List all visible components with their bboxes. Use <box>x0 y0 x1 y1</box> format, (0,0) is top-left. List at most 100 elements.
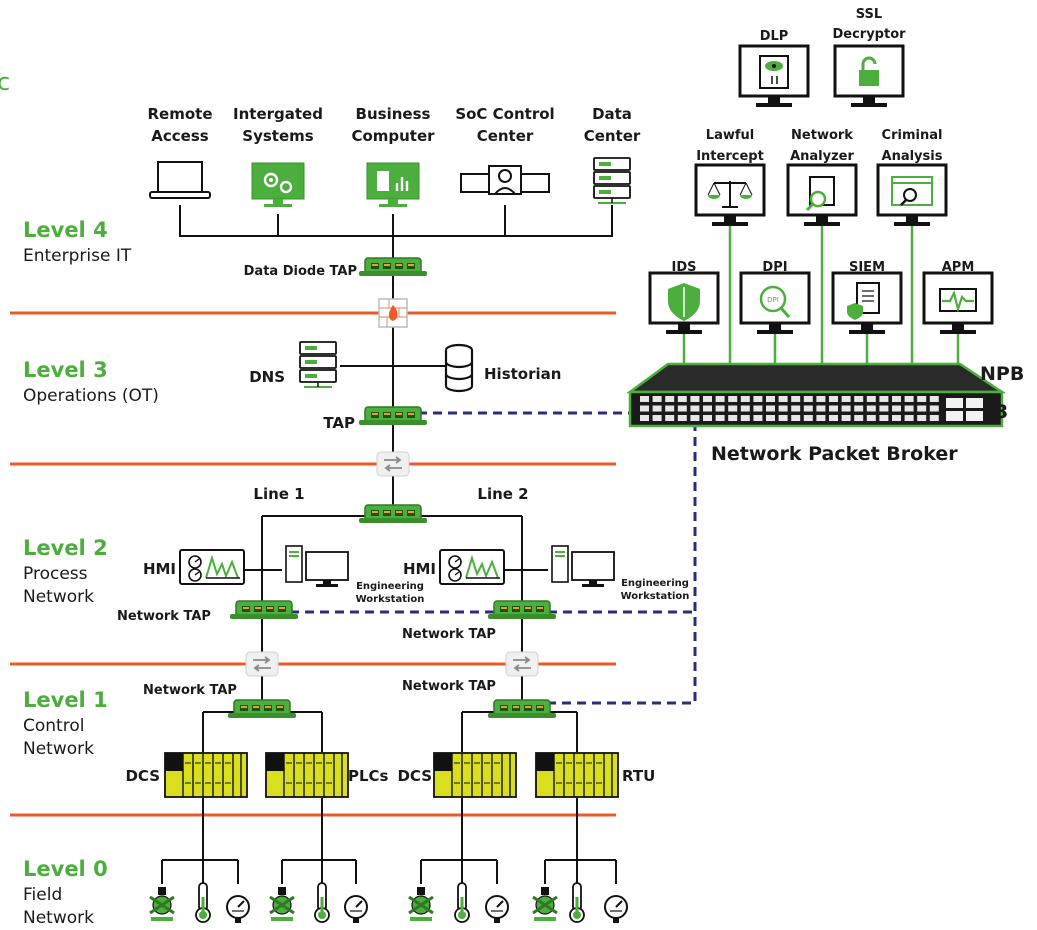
dns-label: DNS <box>249 368 285 386</box>
data-diode-tap <box>358 257 428 277</box>
npb-port <box>929 396 939 402</box>
npb-port <box>778 405 788 412</box>
npb-port <box>803 405 813 412</box>
npb-port <box>728 415 738 421</box>
thermometer-icon <box>195 882 211 923</box>
level-1-label: Level 1 Control Network <box>23 688 108 759</box>
laptop-icon <box>149 161 211 199</box>
level-3-subtitle: Operations (OT) <box>23 386 159 406</box>
analyzer-label-line2: Analyzer <box>790 149 854 164</box>
npb-port <box>753 405 763 412</box>
gauge-icon <box>226 895 250 924</box>
npb-port <box>929 415 939 421</box>
apm-tool: APM <box>922 260 994 336</box>
engineering-workstation-left-icon <box>285 545 349 588</box>
siem-tool: SIEM <box>831 260 903 336</box>
siem-label: SIEM <box>849 260 885 275</box>
npb-name-label: Network Packet Broker <box>711 443 958 465</box>
level-4-title: Level 4 <box>23 218 108 242</box>
network-tap-l2-right <box>487 600 557 620</box>
gauge-icon <box>485 895 509 924</box>
npb-port <box>715 415 725 421</box>
dcs-right-rack-icon <box>433 752 517 798</box>
criminal-analysis-tool: Criminal Analysis <box>876 128 948 228</box>
shield-document-icon <box>831 271 903 336</box>
npb-port <box>854 405 864 412</box>
switch-icon-l2-right <box>505 651 539 677</box>
npb-port <box>829 396 838 402</box>
npb-port <box>829 415 838 421</box>
npb-port <box>677 415 687 421</box>
historian-label: Historian <box>484 365 561 383</box>
level-1-subtitle-line2: Network <box>23 739 94 759</box>
data-center-node: Data Center <box>584 105 641 204</box>
valve-icon <box>148 885 176 923</box>
valve-icon <box>407 885 435 923</box>
npb-port <box>879 396 889 402</box>
npb-uplink-port <box>946 398 963 408</box>
process-tap <box>358 504 428 524</box>
data-diode-tap-label: Data Diode TAP <box>244 264 357 279</box>
network-analyzer-tool: Network Analyzer <box>786 128 858 228</box>
npb-port <box>740 396 750 402</box>
npb-port <box>904 405 914 412</box>
edge-glyph: c <box>0 68 10 96</box>
integrated-systems-label-line1: Intergated <box>233 105 323 123</box>
business-computer-node: Business Computer <box>351 105 435 208</box>
npb-port <box>803 415 813 421</box>
hmi-left-icon <box>179 549 245 585</box>
lawful-label-line2: Intercept <box>696 149 764 164</box>
npb-port <box>740 405 750 412</box>
remote-access-label-line1: Remote <box>147 105 212 123</box>
npb-port <box>866 405 876 412</box>
ssl-label-line1: SSL <box>856 7 882 22</box>
valve-icon <box>268 885 296 923</box>
npb-port <box>766 415 775 421</box>
npb-port <box>917 396 927 402</box>
gauge-icon <box>604 895 628 924</box>
npb-port <box>892 415 901 421</box>
server-rack-icon <box>593 157 631 204</box>
eng-right-label-line2: Workstation <box>621 591 690 602</box>
line-2-label: Line 2 <box>477 485 528 503</box>
npb-port <box>917 405 927 412</box>
npb-port <box>766 396 775 402</box>
network-tap-l1-right <box>487 699 557 719</box>
integrated-systems-label-line2: Systems <box>242 127 313 145</box>
npb-port <box>665 405 675 412</box>
npb-port <box>892 396 901 402</box>
browser-search-icon <box>876 163 948 228</box>
business-computer-label-line1: Business <box>356 105 431 123</box>
dpi-label: DPI <box>762 260 787 275</box>
npb-port <box>728 396 738 402</box>
npb-port <box>879 405 889 412</box>
npb-port <box>904 396 914 402</box>
operator-icon <box>460 165 550 195</box>
npb-port <box>854 415 864 421</box>
eng-right-label-line1: Engineering <box>621 578 689 589</box>
npb-port <box>640 396 649 402</box>
npb-port <box>841 415 851 421</box>
network-tap-l2-left <box>229 600 299 620</box>
analyzer-label-line1: Network <box>791 128 853 143</box>
npb-port <box>640 415 649 421</box>
level-2-title: Level 2 <box>23 536 108 560</box>
thermometer-icon <box>314 882 330 923</box>
ssl-decryptor-tool: SSL Decryptor <box>832 7 906 109</box>
network-tap-l1-left-label: Network TAP <box>143 683 237 698</box>
npb-port <box>652 396 662 402</box>
data-center-label-line1: Data <box>592 105 632 123</box>
shield-icon <box>648 271 720 336</box>
tool-links <box>682 222 960 364</box>
dcs-right-label: DCS <box>397 767 432 785</box>
network-packet-broker: 3 <box>626 362 1008 428</box>
npb-port <box>892 405 901 412</box>
gear-monitor-icon <box>251 162 305 208</box>
level-2-label: Level 2 Process Network <box>23 536 108 607</box>
npb-port <box>803 396 813 402</box>
level-1-title: Level 1 <box>23 688 108 712</box>
level-0-label: Level 0 Field Network <box>23 857 108 928</box>
valve-icon <box>531 885 559 923</box>
npb-port <box>703 405 712 412</box>
lawful-label-line1: Lawful <box>706 128 754 143</box>
